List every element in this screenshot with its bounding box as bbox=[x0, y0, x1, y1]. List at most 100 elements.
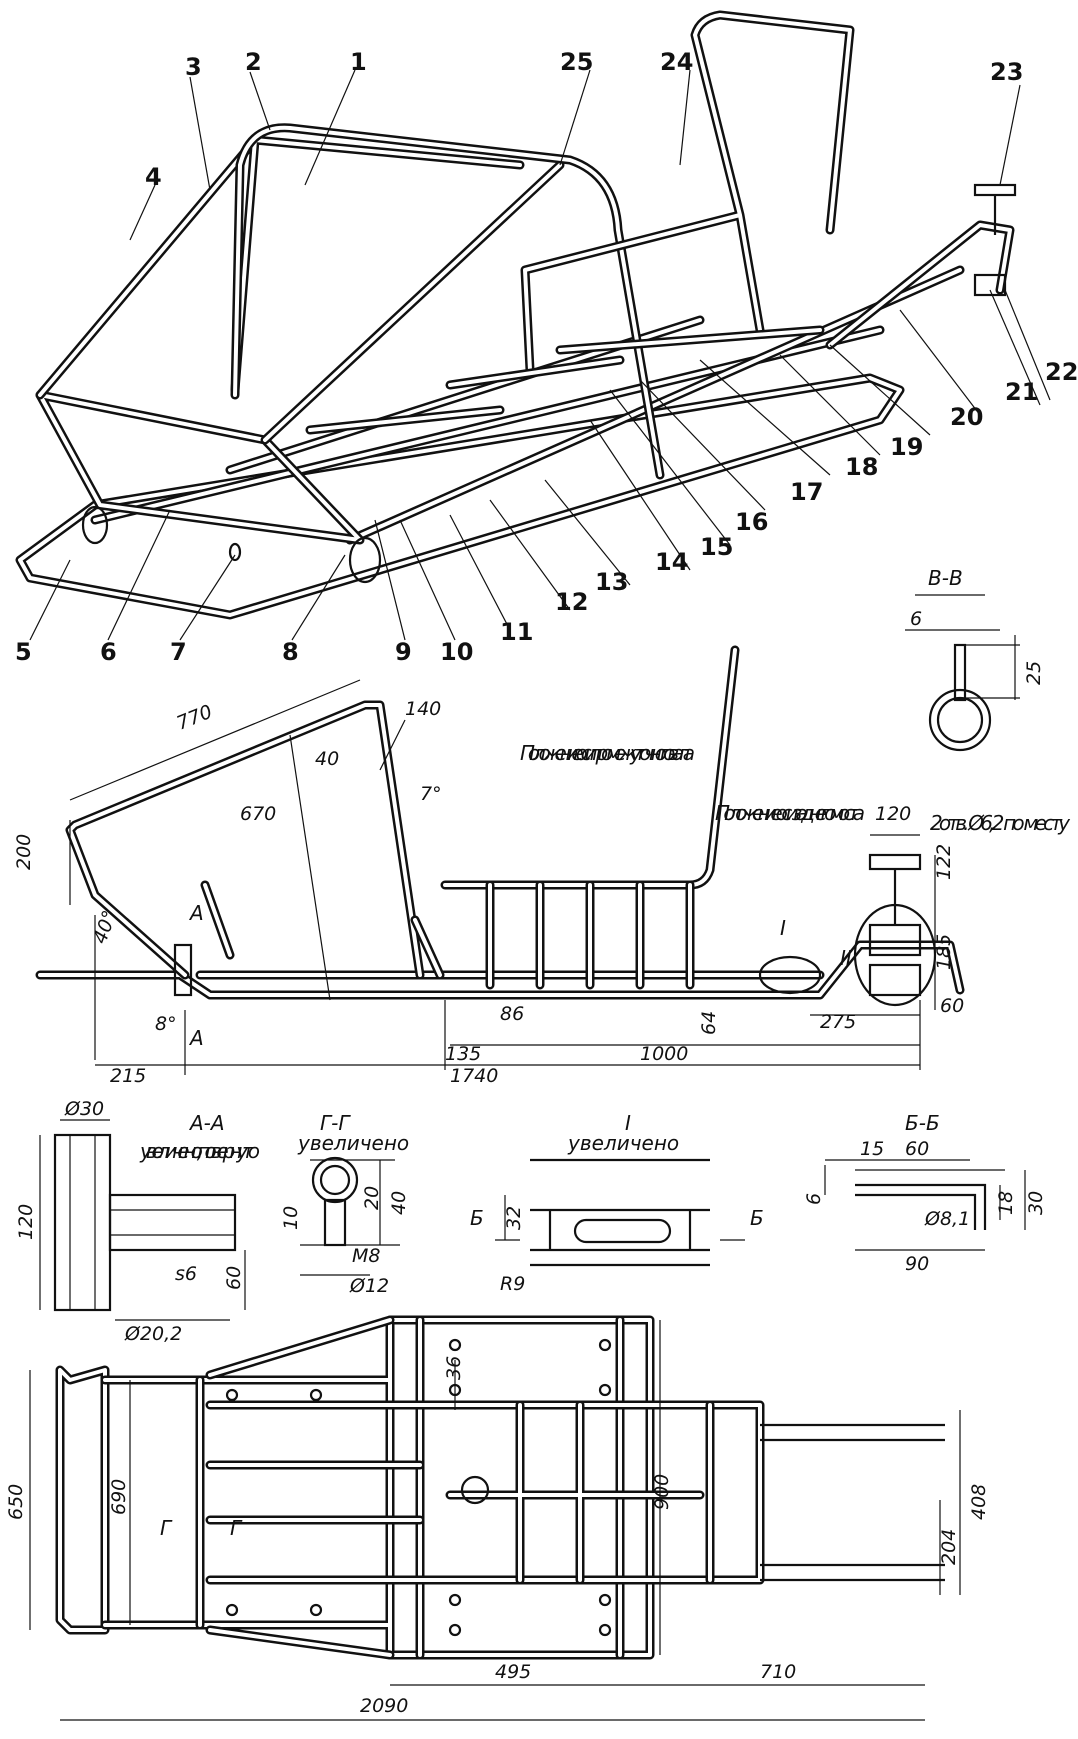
detail-i-dim-32: 32 bbox=[503, 1206, 525, 1230]
detail-aa-dim-d30: Ø30 bbox=[64, 1098, 104, 1120]
detail-bb-dim-6: 6 bbox=[803, 1193, 825, 1205]
detail-aa-dim-d202: Ø20,2 bbox=[124, 1323, 182, 1345]
detail-i-title: I bbox=[625, 1111, 631, 1135]
callout-10: 10 bbox=[440, 638, 473, 666]
detail-aa-dim-120: 120 bbox=[15, 1204, 37, 1240]
callout-12: 12 bbox=[555, 588, 588, 616]
detail-gg-dim-m8: M8 bbox=[352, 1245, 380, 1267]
detail-bb-dim-60: 60 bbox=[905, 1138, 929, 1160]
detail-bb-dim-30: 30 bbox=[1025, 1191, 1047, 1215]
section-vv-title: В-В bbox=[928, 566, 963, 590]
plan-dim-408: 408 bbox=[968, 1484, 990, 1520]
callout-17: 17 bbox=[790, 478, 823, 506]
side-dim-670: 670 bbox=[240, 803, 276, 825]
detail-bb-dim-d81: Ø8,1 bbox=[924, 1208, 970, 1230]
detail-i: I увеличено 32 R9 Б Б bbox=[470, 1111, 764, 1295]
callout-4: 4 bbox=[145, 163, 162, 191]
side-note-axle: Положение оси заднего моста bbox=[715, 801, 865, 825]
plan-view: 650 690 36 900 408 204 495 710 2090 Г Г bbox=[5, 1315, 990, 1721]
callout-19: 19 bbox=[890, 433, 923, 461]
side-dim-1000: 1000 bbox=[640, 1043, 688, 1065]
detail-gg-title: Г-Г bbox=[320, 1111, 351, 1135]
side-dim-1740: 1740 bbox=[450, 1065, 498, 1087]
callout-11: 11 bbox=[500, 618, 533, 646]
detail-gg-dim-d12: Ø12 bbox=[349, 1275, 389, 1297]
callout-25: 25 bbox=[560, 48, 593, 76]
side-note-holes: 2отв. Ø6,2 по месту bbox=[930, 811, 1071, 835]
plan-mark-g2: Г bbox=[230, 1516, 243, 1540]
detail-gg-dim-20: 20 bbox=[361, 1186, 383, 1210]
side-dim-8deg: 8° bbox=[155, 1013, 177, 1035]
callout-16: 16 bbox=[735, 508, 768, 536]
side-dim-135: 135 bbox=[445, 1043, 481, 1065]
section-vv: В-В 6 25 bbox=[905, 566, 1045, 752]
detail-gg-dim-40: 40 bbox=[388, 1191, 410, 1215]
side-dim-140: 140 bbox=[405, 698, 441, 720]
side-dim-215: 215 bbox=[110, 1065, 146, 1087]
side-view: 770 140 40 670 7° 200 40° 8° 120 122 185… bbox=[13, 645, 1071, 1087]
detail-aa-dim-60: 60 bbox=[223, 1266, 245, 1290]
side-mark-i: I bbox=[780, 916, 786, 940]
detail-i-dim-r9: R9 bbox=[500, 1273, 525, 1295]
callout-9: 9 bbox=[395, 638, 412, 666]
detail-aa: А-А увеличено, повернуто Ø30 120 60 s6 Ø… bbox=[15, 1098, 260, 1345]
detail-i-subtitle: увеличено bbox=[567, 1131, 679, 1155]
callout-3: 3 bbox=[185, 53, 202, 81]
side-dim-86: 86 bbox=[500, 1003, 524, 1025]
plan-dim-900: 900 bbox=[651, 1474, 673, 1510]
side-dim-275: 275 bbox=[820, 1011, 856, 1033]
plan-dim-204: 204 bbox=[938, 1529, 960, 1565]
side-dim-122: 122 bbox=[933, 844, 955, 880]
side-dim-185: 185 bbox=[933, 934, 955, 970]
side-dim-40deg: 40° bbox=[89, 908, 121, 947]
callout-13: 13 bbox=[595, 568, 628, 596]
side-dim-200: 200 bbox=[13, 834, 35, 870]
side-note-shaft: Положение оси промежуточного вала bbox=[520, 741, 695, 765]
detail-bb-dim-18: 18 bbox=[995, 1191, 1017, 1215]
isometric-view: 1 2 3 4 5 6 7 8 9 10 11 12 13 14 15 16 1… bbox=[15, 10, 1078, 666]
detail-bb: Б-Б 15 60 6 Ø8,1 18 30 90 bbox=[803, 1111, 1047, 1275]
callout-20: 20 bbox=[950, 403, 983, 431]
side-dim-40: 40 bbox=[315, 748, 339, 770]
callout-8: 8 bbox=[282, 638, 299, 666]
detail-bb-dim-90: 90 bbox=[905, 1253, 929, 1275]
callout-5: 5 bbox=[15, 638, 32, 666]
detail-aa-title: А-А bbox=[188, 1111, 225, 1135]
callout-6: 6 bbox=[100, 638, 117, 666]
callout-7: 7 bbox=[170, 638, 187, 666]
plan-dim-650: 650 bbox=[5, 1484, 27, 1520]
plan-dim-495: 495 bbox=[495, 1661, 531, 1683]
detail-bb-title: Б-Б bbox=[905, 1111, 940, 1135]
side-dim-64: 64 bbox=[698, 1011, 720, 1035]
detail-bb-dim-15: 15 bbox=[860, 1138, 884, 1160]
callout-2: 2 bbox=[245, 48, 262, 76]
callout-21: 21 bbox=[1005, 378, 1038, 406]
side-dim-770: 770 bbox=[174, 701, 216, 735]
plan-mark-g1: Г bbox=[160, 1516, 173, 1540]
side-dim-60: 60 bbox=[940, 995, 964, 1017]
callout-labels: 1 2 3 4 5 6 7 8 9 10 11 12 13 14 15 16 1… bbox=[15, 48, 1078, 666]
detail-gg-dim-10: 10 bbox=[280, 1206, 302, 1230]
side-dim-7deg: 7° bbox=[420, 783, 442, 805]
callout-14: 14 bbox=[655, 548, 688, 576]
section-vv-dim-25: 25 bbox=[1023, 661, 1045, 685]
callout-18: 18 bbox=[845, 453, 878, 481]
side-mark-a1: А bbox=[188, 901, 204, 925]
detail-i-mark-b1: Б bbox=[470, 1206, 484, 1230]
section-vv-dim-6: 6 bbox=[910, 608, 922, 630]
detail-gg-subtitle: увеличено bbox=[297, 1131, 409, 1155]
callout-22: 22 bbox=[1045, 358, 1078, 386]
side-mark-a2: А bbox=[188, 1026, 204, 1050]
detail-gg: Г-Г увеличено 20 40 10 M8 Ø12 bbox=[280, 1111, 410, 1297]
callout-24: 24 bbox=[660, 48, 693, 76]
plan-dim-690: 690 bbox=[108, 1479, 130, 1515]
plan-dim-710: 710 bbox=[760, 1661, 796, 1683]
callout-15: 15 bbox=[700, 533, 733, 561]
side-dim-120: 120 bbox=[875, 803, 911, 825]
side-mark-ii: II bbox=[840, 946, 852, 970]
plan-dim-2090: 2090 bbox=[360, 1695, 408, 1717]
plan-dim-36: 36 bbox=[443, 1356, 465, 1380]
callout-23: 23 bbox=[990, 58, 1023, 86]
detail-aa-dim-s6: s6 bbox=[175, 1263, 197, 1285]
